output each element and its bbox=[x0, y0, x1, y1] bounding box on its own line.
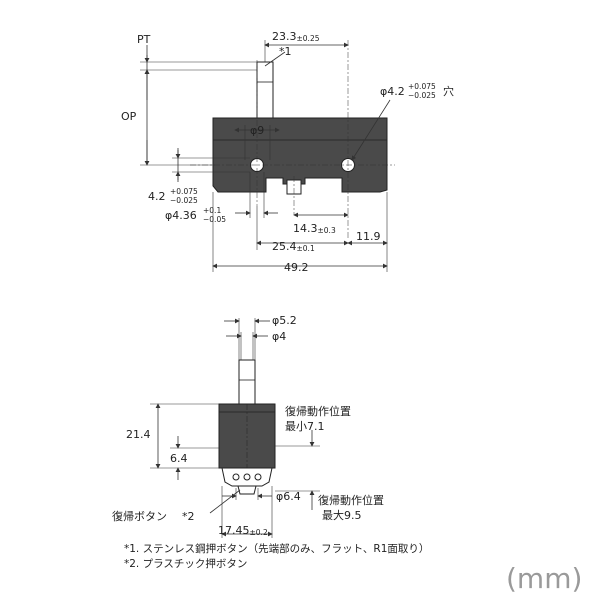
dim-6-4: 6.4 bbox=[170, 452, 188, 465]
phi9-label: φ9 bbox=[250, 124, 264, 137]
hole-tol-upper: +0.075 bbox=[408, 82, 436, 91]
dim-21-4: 21.4 bbox=[126, 428, 151, 441]
phi4-label: φ4 bbox=[272, 330, 286, 343]
side-plunger bbox=[238, 359, 256, 405]
return-pos-2: 復帰動作位置 bbox=[318, 493, 384, 507]
note-mark-2: *2 bbox=[182, 510, 195, 523]
return-pos-min: 最小7.1 bbox=[285, 420, 325, 433]
return-pos-max: 最大9.5 bbox=[322, 508, 362, 522]
dim-4-2-tol-upper: +0.075 bbox=[170, 187, 198, 196]
hole-tol-lower: −0.025 bbox=[408, 91, 436, 100]
dim-4-2-tol-lower: −0.025 bbox=[170, 196, 198, 205]
op-label: OP bbox=[121, 110, 137, 123]
top-view bbox=[140, 40, 395, 272]
phi5-2-label: φ5.2 bbox=[272, 314, 297, 327]
dim-14-3: 14.3±0.3 bbox=[293, 222, 336, 235]
phi6-4-label: φ6.4 bbox=[276, 490, 301, 503]
note-mark-1: *1 bbox=[279, 45, 292, 58]
unit-label: (mm) bbox=[506, 562, 582, 595]
dim-17-45: 17.45±0.2 bbox=[218, 524, 268, 537]
dim-4-36: φ4.36 bbox=[165, 209, 197, 222]
dim-4-2: 4.2 bbox=[148, 190, 166, 203]
reset-button-shape bbox=[237, 485, 257, 495]
switch-body bbox=[212, 117, 388, 193]
dim-4-36-tol-lower: −0.05 bbox=[203, 215, 226, 224]
dim-25-4: 25.4±0.1 bbox=[272, 240, 315, 253]
return-button-label: 復帰ボタン bbox=[112, 510, 167, 523]
return-pos-1: 復帰動作位置 bbox=[285, 404, 351, 418]
hole-suffix: 穴 bbox=[443, 84, 454, 98]
note-1: *1. ステンレス鋼押ボタン（先端部のみ、フラット、R1面取り） bbox=[124, 542, 429, 555]
pt-label: PT bbox=[137, 33, 151, 46]
dim-4-36-tol-upper: +0.1 bbox=[203, 206, 221, 215]
dim-11-9: 11.9 bbox=[356, 230, 381, 243]
plunger bbox=[256, 61, 274, 119]
note-2: *2. プラスチック押ボタン bbox=[124, 557, 247, 570]
dim-49-2: 49.2 bbox=[284, 261, 309, 274]
hole-label: φ4.2 bbox=[380, 85, 405, 98]
dim-23-3: 23.3±0.25 bbox=[272, 30, 320, 43]
side-view bbox=[150, 318, 320, 538]
